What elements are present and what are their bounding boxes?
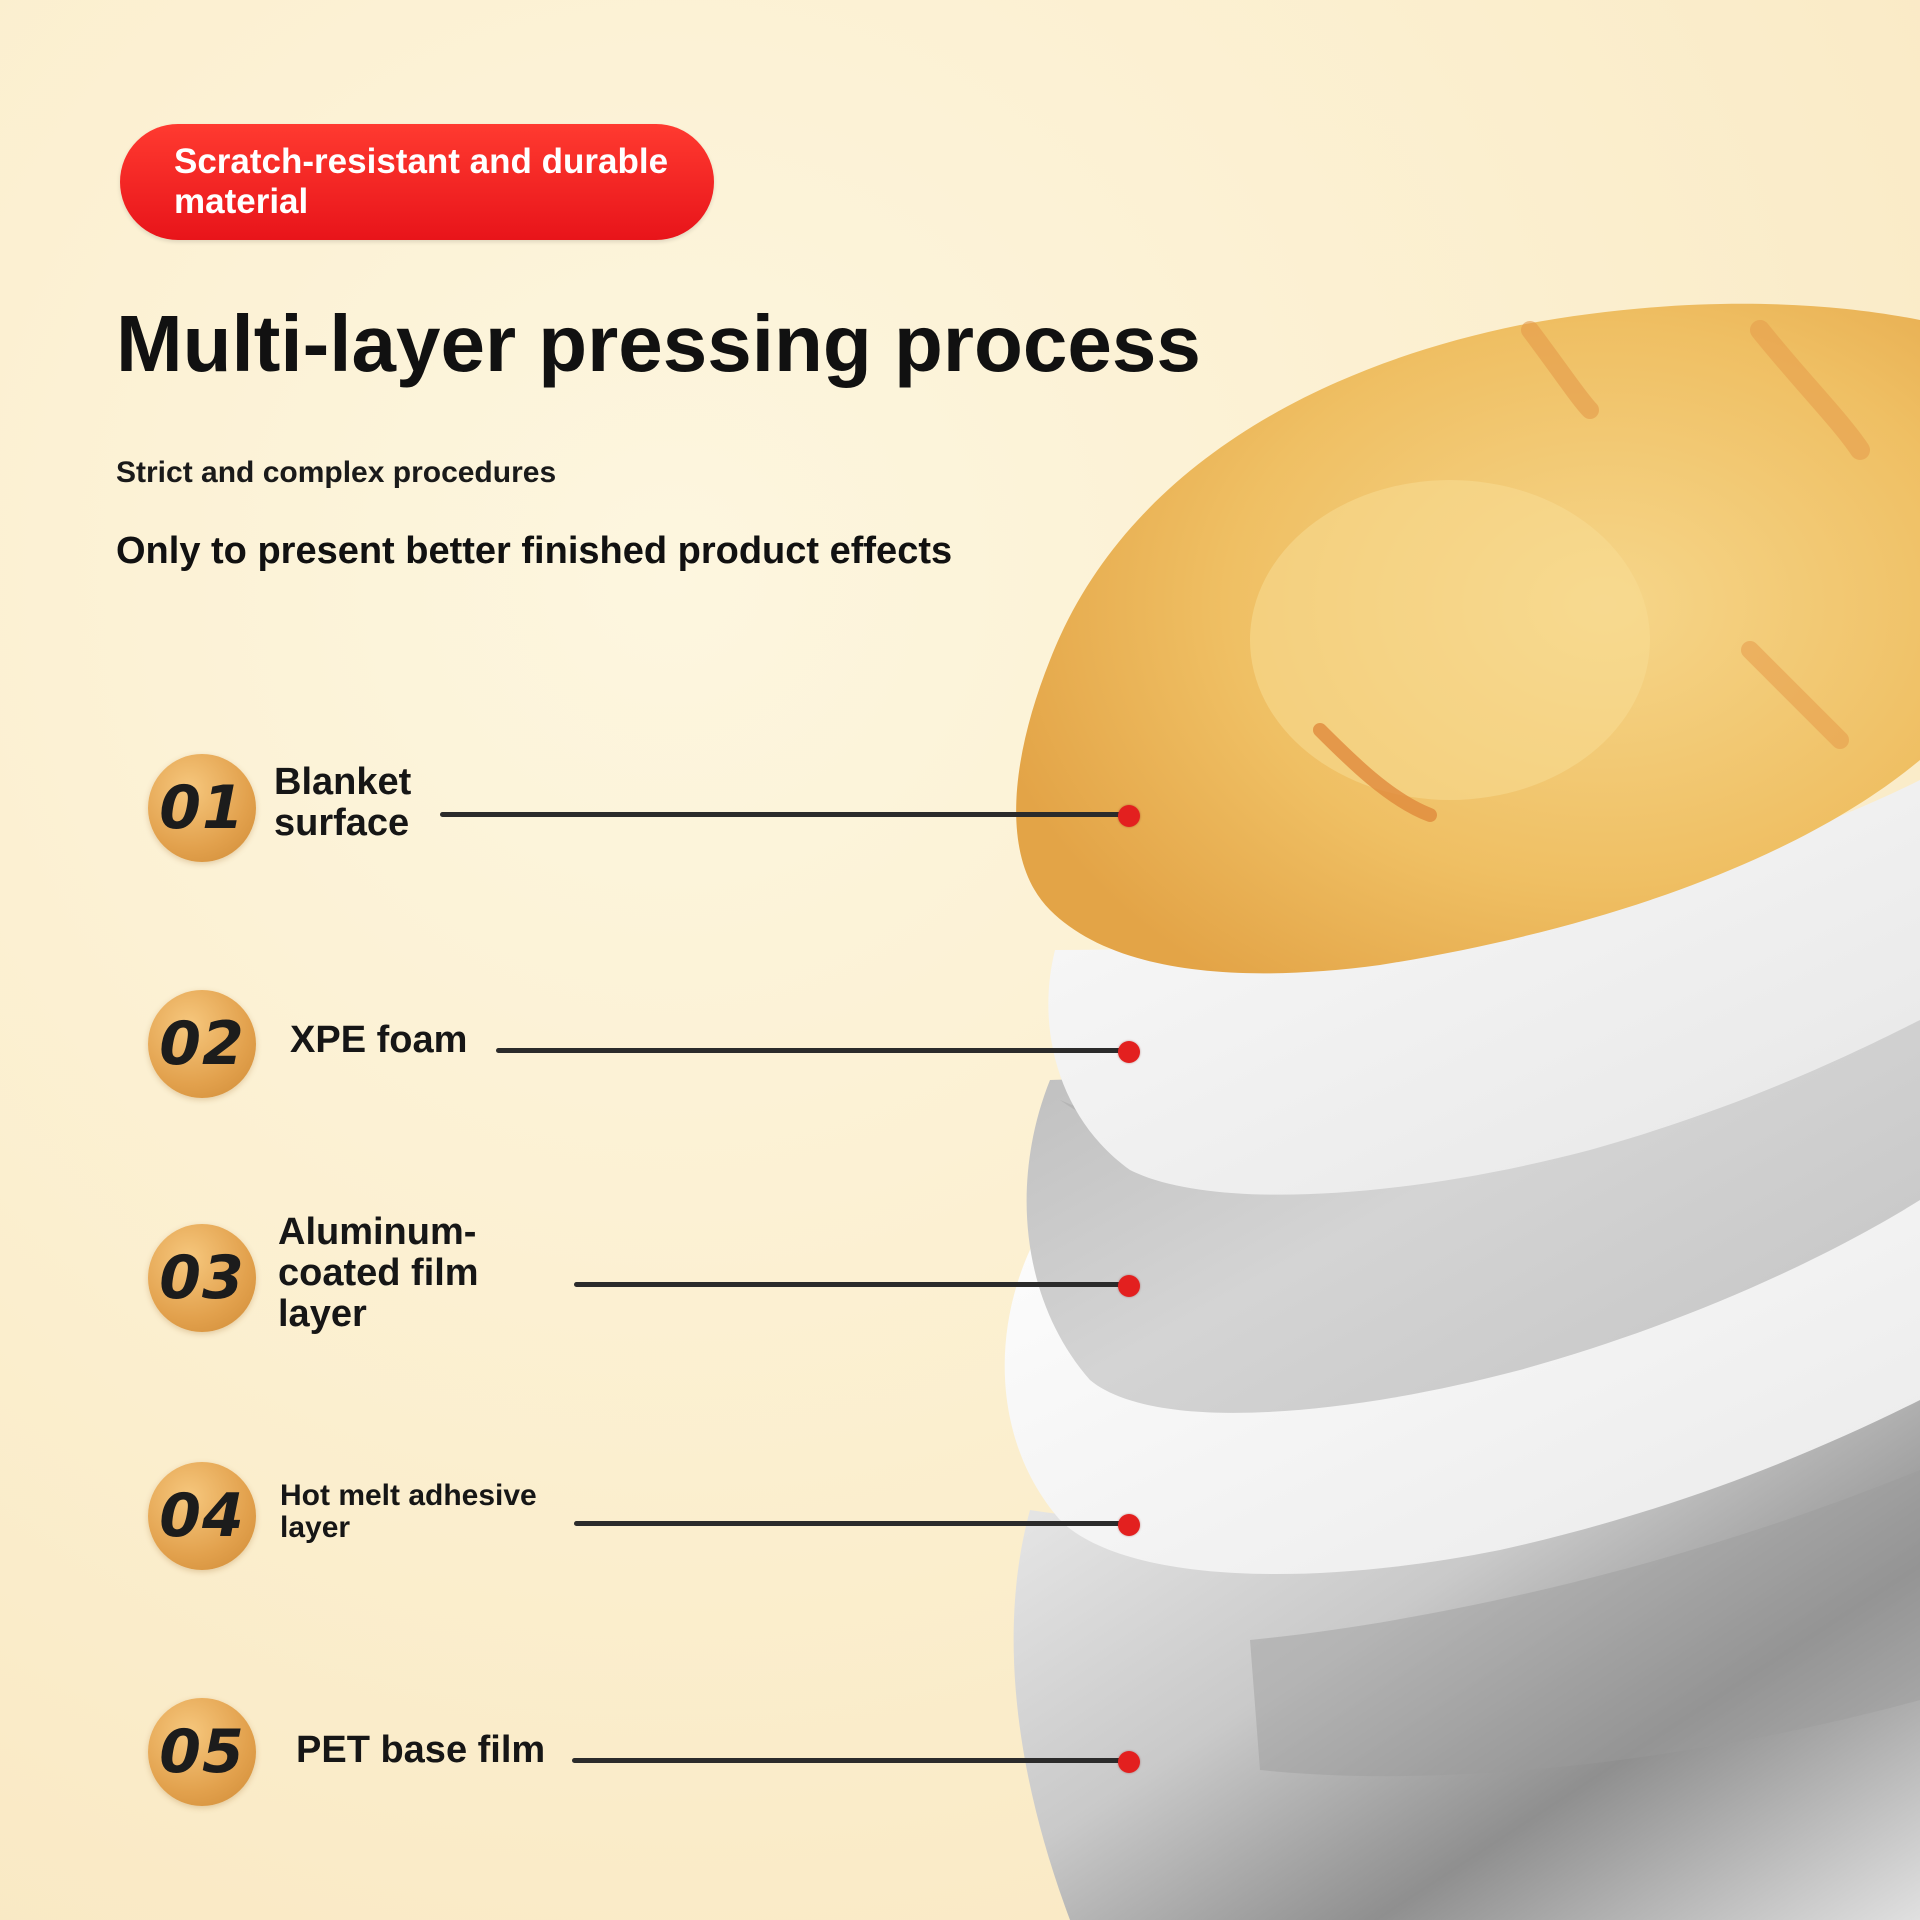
connector-dot bbox=[1118, 1514, 1140, 1536]
connector-line bbox=[496, 1048, 1128, 1053]
layer-number-badge: 03 bbox=[148, 1224, 256, 1332]
subtitle: Strict and complex procedures bbox=[116, 456, 557, 489]
layer-number-badge: 02 bbox=[148, 990, 256, 1098]
layer-label: XPE foam bbox=[290, 1019, 468, 1061]
layer-number-badge: 01 bbox=[148, 754, 256, 862]
layer-number: 05 bbox=[159, 1717, 245, 1787]
layer-label: Aluminum-coated film layer bbox=[278, 1211, 479, 1336]
connector-dot bbox=[1118, 1751, 1140, 1773]
layer-label: Blanket surface bbox=[274, 761, 412, 845]
layer-number: 01 bbox=[159, 773, 245, 843]
connector-dot bbox=[1118, 1041, 1140, 1063]
connector-dot bbox=[1118, 805, 1140, 827]
connector-line bbox=[574, 1521, 1128, 1526]
connector-dot bbox=[1118, 1275, 1140, 1297]
xpe-foam-layer bbox=[1048, 780, 1920, 1195]
feature-badge: Scratch-resistant and durable material bbox=[120, 124, 714, 240]
layer-number-badge: 05 bbox=[148, 1698, 256, 1806]
connector-line bbox=[572, 1758, 1128, 1763]
page-title: Multi-layer pressing process bbox=[116, 299, 1201, 388]
layer-label: PET base film bbox=[296, 1729, 546, 1771]
connector-line bbox=[440, 812, 1128, 817]
connector-line bbox=[574, 1282, 1128, 1287]
layer-number-badge: 04 bbox=[148, 1462, 256, 1570]
layer-label: Hot melt adhesive layer bbox=[280, 1479, 537, 1545]
layer-number: 03 bbox=[159, 1243, 245, 1313]
layer-number: 04 bbox=[159, 1481, 245, 1551]
layer-number: 02 bbox=[159, 1009, 245, 1079]
tagline: Only to present better finished product … bbox=[116, 530, 953, 572]
